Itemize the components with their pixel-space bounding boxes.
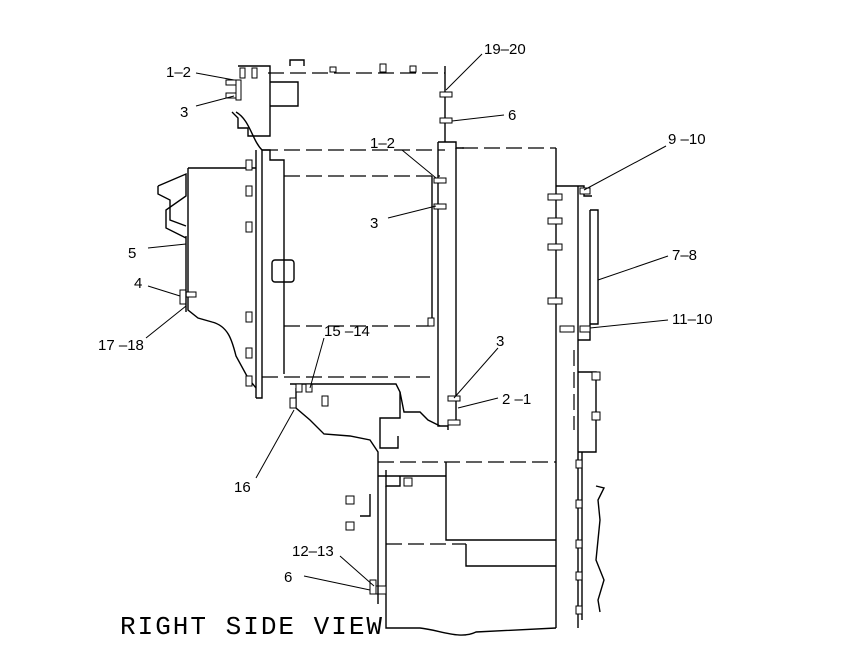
main-block bbox=[157, 149, 445, 399]
upper-housing bbox=[225, 59, 453, 151]
callout-c10: 4 bbox=[134, 275, 142, 292]
right-housing bbox=[547, 148, 606, 628]
callout-labels: 1–2 3 19–20 6 1–2 3 9 –10 5 7–8 4 11–10 … bbox=[98, 41, 713, 586]
callout-c3: 19–20 bbox=[484, 41, 526, 58]
callout-c13: 15 –14 bbox=[324, 323, 370, 340]
callout-c9: 7–8 bbox=[672, 247, 697, 264]
callout-c8: 5 bbox=[128, 245, 136, 262]
callout-c12: 17 –18 bbox=[98, 337, 144, 354]
callout-c2: 3 bbox=[180, 104, 188, 121]
callout-c6: 3 bbox=[370, 215, 378, 232]
callout-c15: 2 –1 bbox=[502, 391, 531, 408]
callout-c11: 11–10 bbox=[672, 311, 713, 328]
view-title: RIGHT SIDE VIEW bbox=[120, 612, 384, 642]
callout-c14: 3 bbox=[496, 333, 504, 350]
callout-c5: 1–2 bbox=[370, 135, 395, 152]
leader-lines bbox=[145, 53, 669, 591]
callout-c4: 6 bbox=[508, 107, 516, 124]
callout-c17: 12–13 bbox=[292, 543, 334, 560]
callout-c1: 1–2 bbox=[166, 64, 191, 81]
callout-c16: 16 bbox=[234, 479, 251, 496]
middle-plate bbox=[427, 141, 556, 430]
callout-c18: 6 bbox=[284, 569, 292, 586]
lower-housing bbox=[289, 383, 557, 636]
callout-c7: 9 –10 bbox=[668, 131, 706, 148]
